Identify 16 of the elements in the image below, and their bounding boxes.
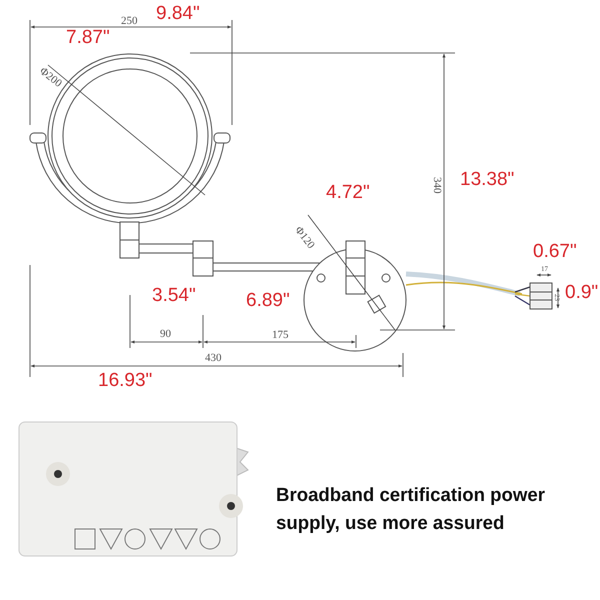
dimension-value: 16.93" xyxy=(98,371,152,390)
dimension-value: 175 xyxy=(272,330,288,341)
dimension-value: 0.9" xyxy=(565,283,598,302)
feature-note: Broadband certification power supply, use more assured xyxy=(276,484,546,536)
dimension-value: 0.67" xyxy=(533,242,577,261)
dimension-value: 3.54" xyxy=(152,286,196,305)
dimension-value: 9.84" xyxy=(156,4,200,23)
diameter-label: Φ200 xyxy=(37,66,64,90)
dimension-value: 90 xyxy=(160,329,171,340)
dimension-value: 250 xyxy=(121,16,138,27)
dimension-value: 6.89" xyxy=(246,291,290,310)
dimension-value: 7.87" xyxy=(66,28,110,47)
dimension-value: 13.38" xyxy=(460,170,514,189)
dimension-value: 340 xyxy=(431,177,442,194)
dimension-value: 4.72" xyxy=(326,183,370,202)
dimension-value: 430 xyxy=(205,353,222,364)
